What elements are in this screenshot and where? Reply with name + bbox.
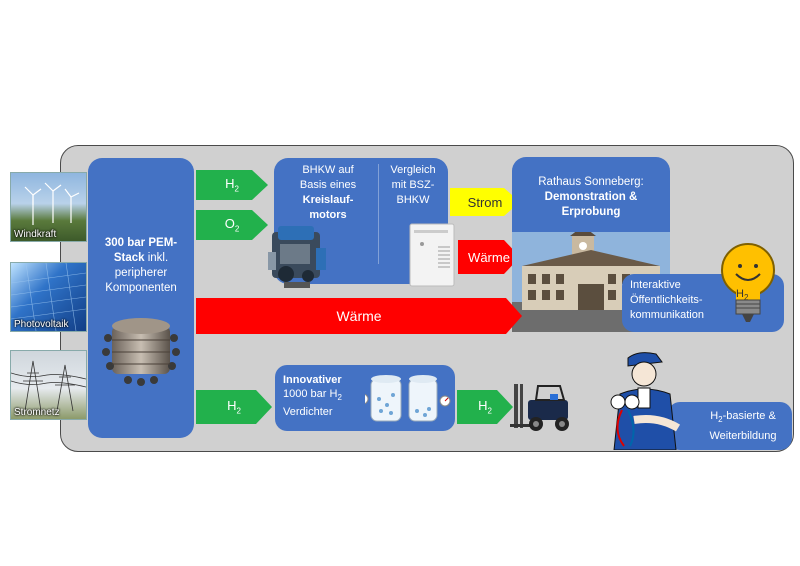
bildung-box: H2-basierte & Weiterbildung — [668, 402, 792, 450]
bhkw-cabinet-icon — [409, 223, 455, 287]
h2-arrow-top-label: H2 — [225, 176, 239, 194]
h2-arrow-top: H2 — [196, 170, 268, 200]
power-pylon-icon — [11, 360, 86, 412]
waerme-long-label: Wärme — [336, 308, 382, 324]
bulb-h2-label: H2 — [736, 288, 749, 303]
compressor-tanks-icon — [365, 375, 451, 422]
rathaus-text: Rathaus Sonneberg: Demonstration & Erpro… — [518, 175, 664, 220]
bhkw-line2: Basis eines — [299, 179, 357, 191]
verdichter-bold: Innovativer — [283, 374, 342, 386]
solar-panel-icon — [11, 263, 86, 331]
waerme-short-label: Wärme — [468, 249, 510, 265]
light-bulb-icon — [721, 243, 775, 322]
photovoltaic-label: Photovoltaik — [14, 319, 69, 330]
h2-arrow-bottom: H2 — [196, 390, 272, 424]
rathaus-bold: Demonstration & Erprobung — [544, 191, 638, 218]
wind-label: Windkraft — [14, 229, 57, 240]
bhkw-divider — [378, 164, 379, 264]
pem-stack-rest: inkl. peripherer Komponenten — [105, 252, 177, 294]
technician-icon — [610, 352, 681, 450]
wind-turbine-icon — [24, 182, 80, 225]
power-grid-image: Stromnetz — [10, 350, 87, 420]
kommunikation-text: Interaktive Öffentlichkeits-kommunikatio… — [630, 279, 704, 321]
bildung-text: H2-basierte & Weiterbildung — [709, 410, 777, 443]
rathaus-title: Rathaus Sonneberg: — [538, 176, 644, 188]
pem-stack-text: 300 bar PEM-Stack inkl. peripherer Kompo… — [94, 236, 188, 296]
bhkw-text: BHKW auf Basis eines Kreislauf-motors — [278, 163, 378, 223]
h2-arrow-right-label: H2 — [478, 398, 492, 416]
bhkw-line1: BHKW auf — [302, 164, 354, 176]
strom-label: Strom — [467, 194, 503, 210]
o2-arrow-label: O2 — [224, 216, 240, 234]
waerme-long-arrow: Wärme — [196, 298, 522, 334]
h2-arrow-bottom-label: H2 — [227, 398, 241, 416]
o2-arrow: O2 — [196, 210, 268, 240]
photovoltaic-image: Photovoltaik — [10, 262, 87, 332]
verdichter-text: Innovativer 1000 bar H2 Verdichter — [283, 373, 342, 419]
pem-stack-box: 300 bar PEM-Stack inkl. peripherer Kompo… — [88, 158, 194, 438]
verdichter-line3: Verdichter — [283, 406, 333, 419]
wind-power-image: Windkraft — [10, 172, 87, 242]
engine-icon — [268, 226, 326, 288]
bhkw-compare: Vergleich mit BSZ-BHKW — [390, 164, 436, 206]
pem-stack-icon — [102, 318, 180, 386]
pem-stack-bold: 300 bar PEM-Stack — [104, 237, 178, 264]
verdichter-line2: 1000 bar H2 — [283, 388, 342, 403]
strom-arrow: Strom — [450, 188, 520, 216]
forklift-icon — [510, 384, 569, 431]
verdichter-box: Innovativer 1000 bar H2 Verdichter — [275, 365, 455, 431]
grid-label: Stromnetz — [14, 407, 60, 418]
bhkw-bold: Kreislauf-motors — [302, 194, 354, 221]
